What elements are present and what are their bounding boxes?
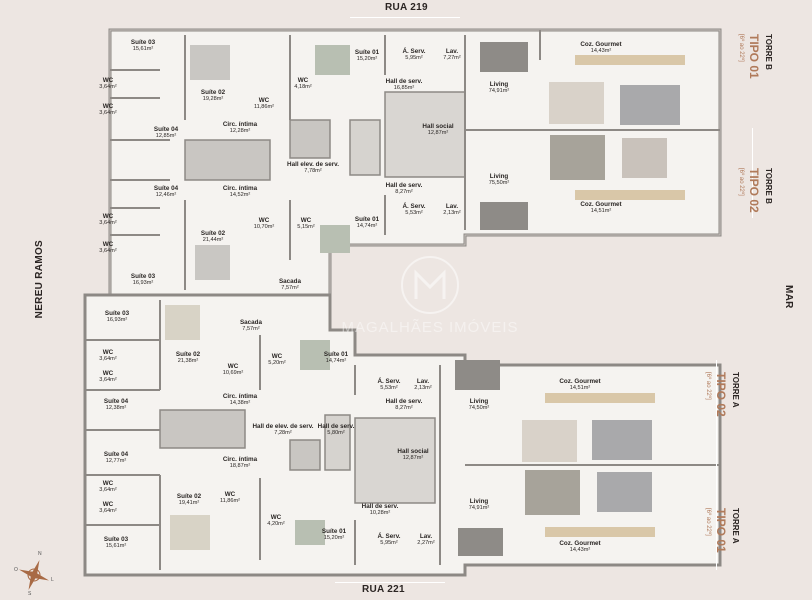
- compass-o: O: [14, 567, 18, 573]
- street-top-line: [350, 17, 460, 18]
- floors-label: [6º ao 22º]: [705, 372, 711, 400]
- tower-name: TORRE A: [731, 372, 740, 408]
- furniture: [165, 42, 685, 556]
- floors-label: [6º ao 22º]: [738, 34, 744, 62]
- floors-label: [6º ao 22º]: [705, 508, 711, 536]
- street-top-label: RUA 219: [385, 2, 428, 13]
- type-label: TIPO 02: [714, 372, 728, 417]
- tower-divider: [752, 128, 753, 218]
- floors-label: [6º ao 22º]: [738, 168, 744, 196]
- tower-label-a-tipo-01: [6º ao 22º] TIPO 01 TORRE A: [705, 508, 740, 553]
- tower-name: TORRE B: [764, 34, 773, 70]
- compass-rose-icon: N S L O: [14, 551, 64, 600]
- compass-l: L: [51, 577, 54, 583]
- tower-name: TORRE A: [731, 508, 740, 544]
- tower-divider: [716, 360, 717, 570]
- watermark-text: MAGALHÃES IMÓVEIS: [341, 319, 519, 336]
- compass-s: S: [28, 591, 32, 597]
- tower-name: TORRE B: [764, 168, 773, 204]
- street-bottom-label: RUA 221: [362, 584, 405, 595]
- watermark: MAGALHÃES IMÓVEIS: [330, 255, 530, 336]
- compass-n: N: [38, 551, 42, 557]
- street-right-label: MAR: [783, 285, 794, 309]
- street-left-label: NEREU RAMOS: [34, 240, 45, 319]
- tower-label-b-tipo-01: [6º ao 22º] TIPO 01 TORRE B: [738, 34, 773, 79]
- type-label: TIPO 01: [714, 508, 728, 553]
- tower-label-b-tipo-02: [6º ao 22º] TIPO 02 TORRE B: [738, 168, 773, 213]
- tower-label-a-tipo-02: [6º ao 22º] TIPO 02 TORRE A: [705, 372, 740, 417]
- room-walls: [85, 30, 720, 570]
- watermark-logo-icon: [401, 256, 459, 314]
- type-label: TIPO 02: [747, 168, 761, 213]
- type-label: TIPO 01: [747, 34, 761, 79]
- street-bottom-line: [335, 582, 445, 583]
